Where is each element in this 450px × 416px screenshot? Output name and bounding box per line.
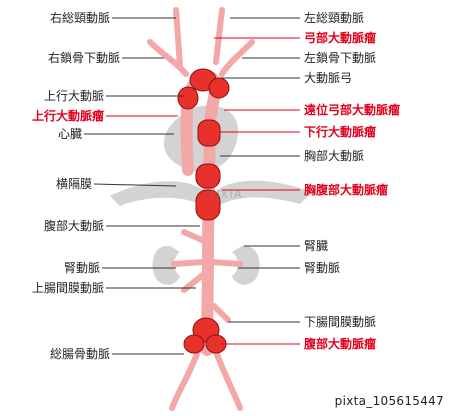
label-renal-artery-right: 腎動脈 (304, 261, 341, 275)
superior-mesenteric-vessel (181, 271, 207, 293)
ascending-aneurysm (177, 86, 199, 110)
right-subclavian-vessel (147, 39, 189, 77)
label-abdominal-aorta: 腹部大動脈 (43, 219, 104, 233)
right-common-carotid-vessel (173, 7, 183, 69)
celiac-branch (181, 229, 205, 243)
renal-left-vessel (171, 259, 207, 267)
inferior-mesenteric-vessel (211, 303, 231, 323)
label-descending-aneurysm: 下行大動脈瘤 (304, 125, 377, 139)
distal-arch-aneurysm (208, 77, 230, 99)
right-iliac-vessel (211, 343, 243, 411)
label-arch-aneurysm: 弓部大動脈瘤 (304, 31, 377, 45)
label-left-common-carotid: 左総頸動脈 (304, 11, 365, 25)
descending-aneurysm (197, 119, 221, 147)
abdominal-aneurysm-left (183, 334, 205, 354)
label-common-iliac: 総腸骨動脈 (49, 347, 110, 361)
label-superior-mesenteric: 上腸間膜動脈 (31, 281, 104, 295)
left-iliac-vessel (169, 343, 203, 411)
label-aortic-arch: 大動脈弓 (304, 71, 353, 85)
kidney-right-shape (232, 245, 260, 285)
label-diaphragm: 横隔膜 (55, 177, 92, 191)
label-ascending-aneurysm: 上行大動脈瘤 (31, 109, 104, 123)
label-renal-artery-left: 腎動脈 (63, 261, 100, 275)
label-right-common-carotid: 右総頸動脈 (49, 11, 110, 25)
thoracoabdominal-aneurysm-lower (195, 189, 221, 221)
label-abdominal-aneurysm: 腹部大動脈瘤 (304, 337, 377, 351)
left-subclavian-vessel (219, 39, 255, 77)
renal-right-vessel (209, 259, 243, 267)
label-thoracic-aorta: 胸部大動脈 (304, 149, 365, 163)
leader-lines (84, 17, 300, 355)
kidney-left-shape (152, 245, 180, 285)
label-left-subclavian: 左鎖骨下動脈 (304, 51, 377, 65)
label-inferior-mesenteric: 下腸間膜動脈 (304, 315, 377, 329)
watermark: PIXTA (210, 188, 242, 201)
label-heart: 心臓 (57, 127, 82, 141)
stock-id: pixta_105615447 (334, 394, 444, 408)
thoracoabdominal-aneurysm-upper (195, 163, 221, 189)
label-thoracoabdominal-aneurysm: 胸腹部大動脈瘤 (304, 183, 389, 197)
label-ascending-aorta: 上行大動脈 (43, 89, 104, 103)
label-kidney: 腎臓 (304, 239, 329, 253)
label-distal-arch-aneurysm: 遠位弓部大動脈瘤 (304, 103, 401, 117)
label-right-subclavian: 右鎖骨下動脈 (47, 51, 120, 65)
left-common-carotid-vessel (213, 7, 225, 65)
